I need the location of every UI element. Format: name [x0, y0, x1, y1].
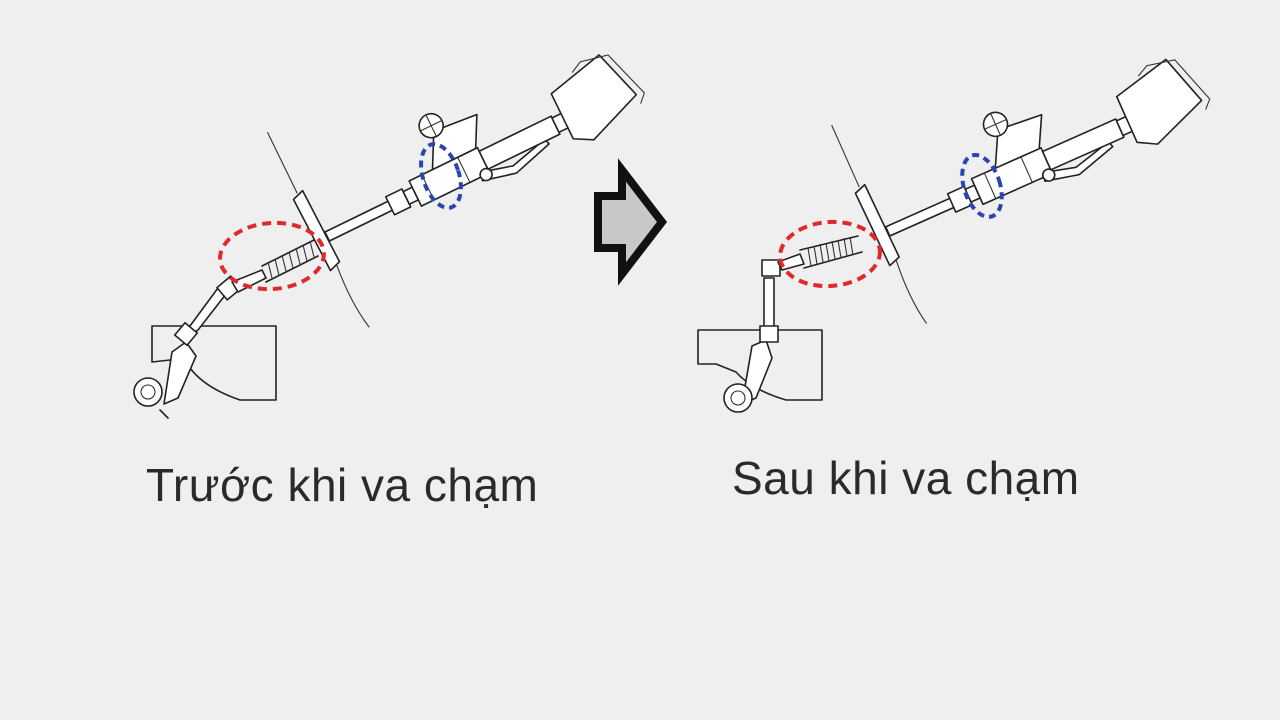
bellows-after [777, 235, 863, 271]
joint-highlight-before [419, 142, 463, 210]
before-diagram [133, 0, 685, 419]
right-arrow-icon [594, 158, 668, 286]
caption-after: Sau khi va chạm [732, 452, 1080, 504]
steering-gear [163, 341, 197, 405]
collapse-zone-highlight-after [778, 219, 882, 289]
collapse-zone-highlight-before [218, 220, 326, 292]
caption-before: Trước khi va chạm [146, 459, 539, 511]
joint-highlight-after [960, 153, 1004, 219]
bellows-before [231, 239, 319, 293]
after-diagram [697, 0, 1248, 413]
steering-column-after [825, 0, 1248, 330]
lower-shaft-after [763, 277, 775, 331]
